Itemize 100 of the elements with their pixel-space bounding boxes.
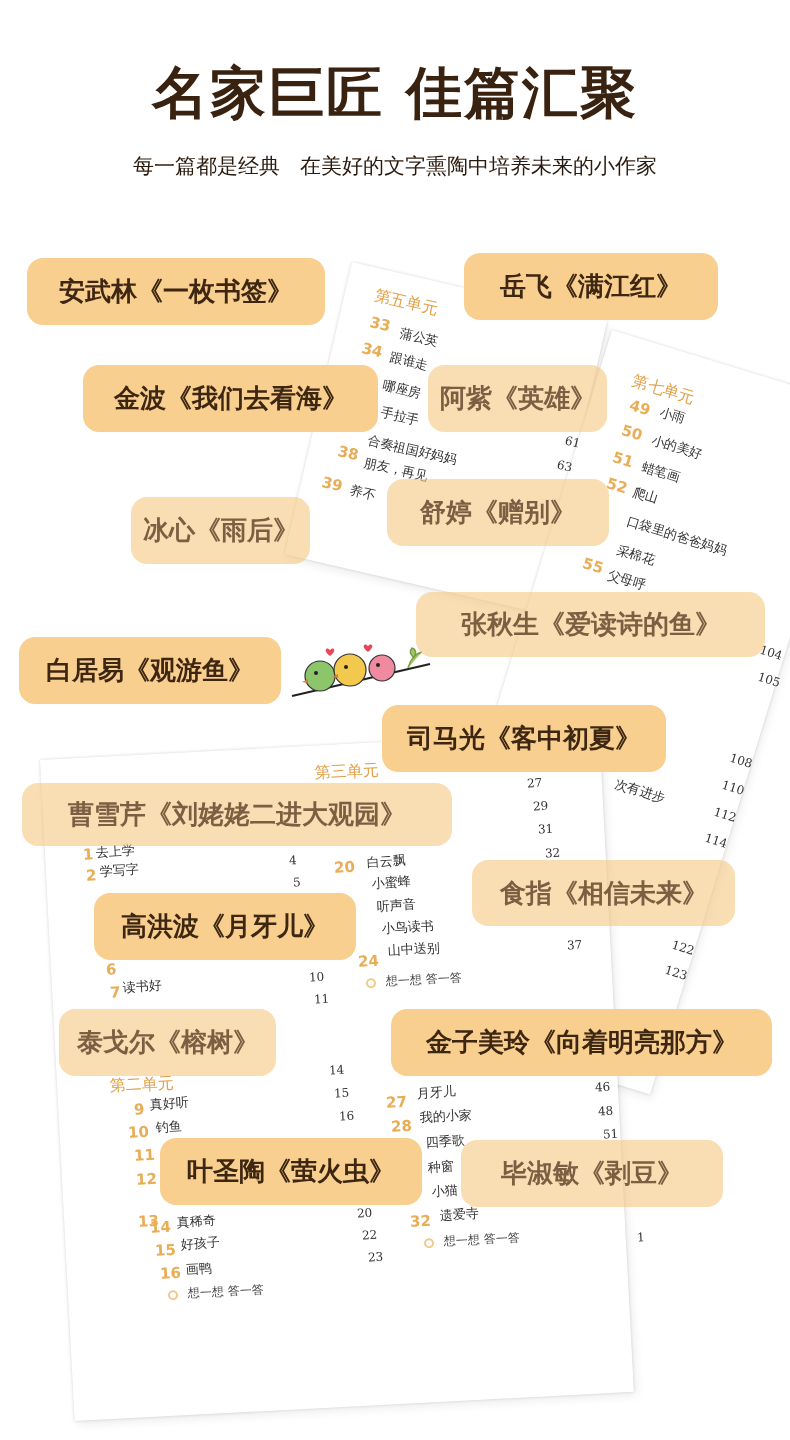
review-exercise-entry: 想一想 答一答 (365, 971, 463, 990)
lesson-number: 15 (154, 1241, 177, 1260)
page-number: 23 (367, 1250, 384, 1265)
author-title-tag: 白居易《观游鱼》 (19, 637, 281, 704)
page-number: 4 (288, 854, 297, 868)
lesson-number: 27 (385, 1093, 408, 1112)
page-number: 15 (333, 1086, 350, 1101)
lesson-number: 39 (320, 473, 345, 495)
lesson-number: 50 (619, 422, 645, 444)
page-number: 32 (544, 846, 561, 861)
lesson-title: 山中送别 (387, 941, 441, 959)
page-number: 11 (313, 992, 330, 1007)
lesson-title: 蒲公英 (398, 326, 440, 349)
page-number: 48 (597, 1104, 614, 1119)
page-number: 14 (328, 1063, 345, 1078)
lesson-number: 10 (127, 1123, 150, 1142)
lesson-title: 钓鱼 (155, 1119, 183, 1136)
lesson-title: 月牙儿 (416, 1084, 457, 1102)
lesson-title: 小鸟读书 (381, 919, 435, 937)
page-number: 104 (758, 643, 784, 663)
lesson-number: 32 (409, 1212, 432, 1231)
lesson-title: 小猫 (431, 1183, 459, 1200)
page-number: 122 (670, 938, 696, 958)
lesson-title: 养不 (348, 483, 377, 503)
lesson-title: 我的小家 (419, 1108, 473, 1126)
lesson-number: 28 (390, 1117, 413, 1136)
author-title-tag: 岳飞《满江红》 (464, 253, 718, 320)
page-number: 5 (292, 876, 301, 890)
lesson-number: 38 (336, 442, 361, 464)
author-title-tag: 安武林《一枚书签》 (27, 258, 325, 325)
author-title-tag: 阿紫《英雄》 (428, 365, 607, 432)
page-number: 37 (566, 938, 583, 953)
lesson-number: 6 (105, 961, 117, 979)
author-title-tag: 司马光《客中初夏》 (382, 705, 666, 772)
lesson-title: 跟谁走 (388, 350, 430, 373)
subtitle: 每一篇都是经典 (133, 153, 280, 180)
page-number: 63 (555, 458, 574, 475)
lesson-title: 小蜜蜂 (371, 874, 412, 892)
page-number: 114 (703, 831, 729, 851)
page-number: 108 (728, 751, 754, 771)
lesson-title: 父母呼 (605, 568, 648, 594)
lesson-number: 9 (133, 1101, 145, 1119)
page-number: 61 (563, 434, 582, 451)
lesson-title: 去上学 (95, 843, 136, 861)
page-number: 51 (602, 1127, 619, 1142)
page-title: 名家巨匠 佳篇汇聚 (150, 59, 639, 127)
lesson-title: 种窗 (427, 1159, 455, 1176)
lesson-title: 蜡笔画 (639, 460, 682, 486)
lesson-number: 34 (360, 339, 385, 361)
lesson-title: 爬山 (630, 485, 660, 507)
lesson-title: 读书好 (122, 978, 163, 996)
page-number: 31 (537, 822, 554, 837)
page-number: 16 (338, 1109, 355, 1124)
lesson-title: 哪座房 (381, 378, 423, 401)
lesson-title: 好孩子 (180, 1235, 221, 1253)
unit-heading: 第二单元 (109, 1073, 175, 1095)
lesson-title: 真好听 (149, 1095, 190, 1113)
author-title-tag: 叶圣陶《萤火虫》 (160, 1138, 422, 1205)
author-title-tag: 高洪波《月牙儿》 (94, 893, 356, 960)
lesson-number: 12 (135, 1170, 158, 1189)
lesson-title: 小雨 (657, 405, 687, 427)
page-number: 112 (712, 805, 738, 825)
lesson-title: 遗爱寺 (439, 1206, 480, 1224)
lesson-title: 手拉手 (379, 405, 421, 428)
lesson-number: 55 (580, 555, 606, 577)
lesson-title: 采棉花 (614, 543, 657, 569)
page-number: 105 (756, 670, 782, 690)
page-number: 22 (361, 1228, 378, 1243)
author-title-tag: 食指《相信未来》 (472, 860, 735, 926)
review-exercise-entry: 想一想 答一答 (167, 1283, 265, 1302)
author-title-tag: 泰戈尔《榕树》 (59, 1009, 276, 1076)
page-number: 20 (356, 1206, 373, 1221)
lesson-title: 听声音 (376, 897, 417, 915)
lesson-number: 24 (357, 952, 380, 971)
lesson-number: 2 (85, 867, 97, 885)
lesson-title: 画鸭 (185, 1261, 213, 1278)
page-number: 46 (594, 1080, 611, 1095)
author-title-tag: 冰心《雨后》 (131, 497, 310, 564)
page-number: 10 (308, 970, 325, 985)
lesson-number: 49 (627, 397, 653, 419)
lesson-number: 1 (82, 846, 94, 864)
lesson-title: 小的美好 (650, 433, 704, 462)
lesson-title: 学写字 (99, 862, 140, 880)
lesson-title: 白云飘 (366, 853, 407, 871)
page-number: 110 (720, 778, 746, 798)
page-number: 29 (532, 799, 549, 814)
unit-heading: 第三单元 (314, 760, 380, 782)
lesson-number: 20 (333, 858, 356, 877)
lesson-number: 16 (159, 1264, 182, 1283)
author-title-tag: 金波《我们去看海》 (83, 365, 378, 432)
subtitle: 在美好的文字熏陶中培养未来的小作家 (300, 153, 657, 180)
author-title-tag: 金子美玲《向着明亮那方》 (391, 1009, 772, 1076)
review-exercise-entry: 想一想 答一答 (423, 1231, 521, 1250)
page-number: 123 (663, 963, 689, 983)
page-number: 27 (526, 776, 543, 791)
lesson-number: 11 (133, 1146, 156, 1165)
lesson-number: 51 (610, 449, 636, 471)
page-number: 1 (636, 1231, 645, 1245)
lesson-title: 次有进步 (612, 777, 667, 807)
lesson-number: 7 (109, 984, 121, 1002)
